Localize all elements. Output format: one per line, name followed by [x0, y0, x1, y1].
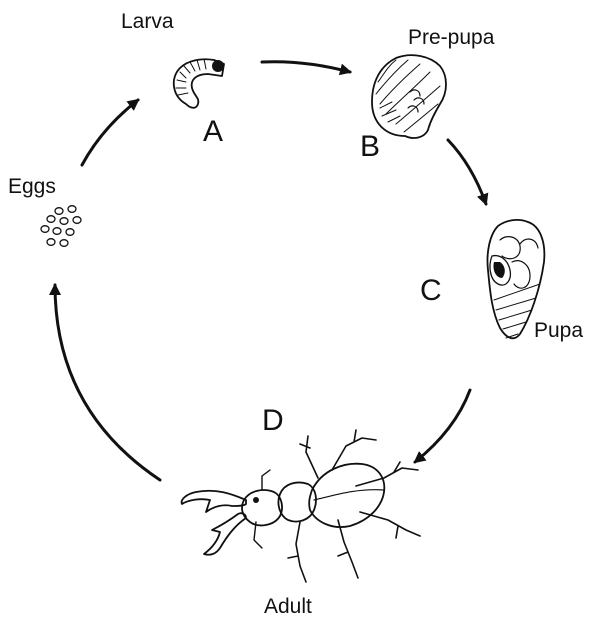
arrow-larva-to-prepupa	[262, 62, 350, 72]
eggs-illustration	[41, 206, 81, 247]
prepupa-label: Pre-pupa	[408, 26, 495, 49]
adult-letter: D	[262, 404, 284, 437]
prepupa-letter: B	[360, 130, 380, 163]
eggs-label: Eggs	[8, 175, 56, 198]
larva-letter: A	[203, 115, 223, 148]
arrow-prepupa-to-pupa	[448, 140, 486, 204]
arrow-eggs-to-larva	[82, 100, 138, 165]
larva-label: Larva	[121, 10, 174, 33]
arrow-adult-to-eggs	[55, 285, 160, 480]
adult-label: Adult	[264, 595, 312, 618]
pupa-label: Pupa	[534, 319, 583, 342]
larva-head	[212, 60, 224, 72]
larva-illustration	[174, 59, 224, 108]
pupa-letter: C	[420, 274, 442, 307]
adult-beetle-illustration	[182, 430, 420, 582]
arrow-pupa-to-adult	[415, 390, 470, 462]
prepupa-illustration	[372, 55, 446, 138]
